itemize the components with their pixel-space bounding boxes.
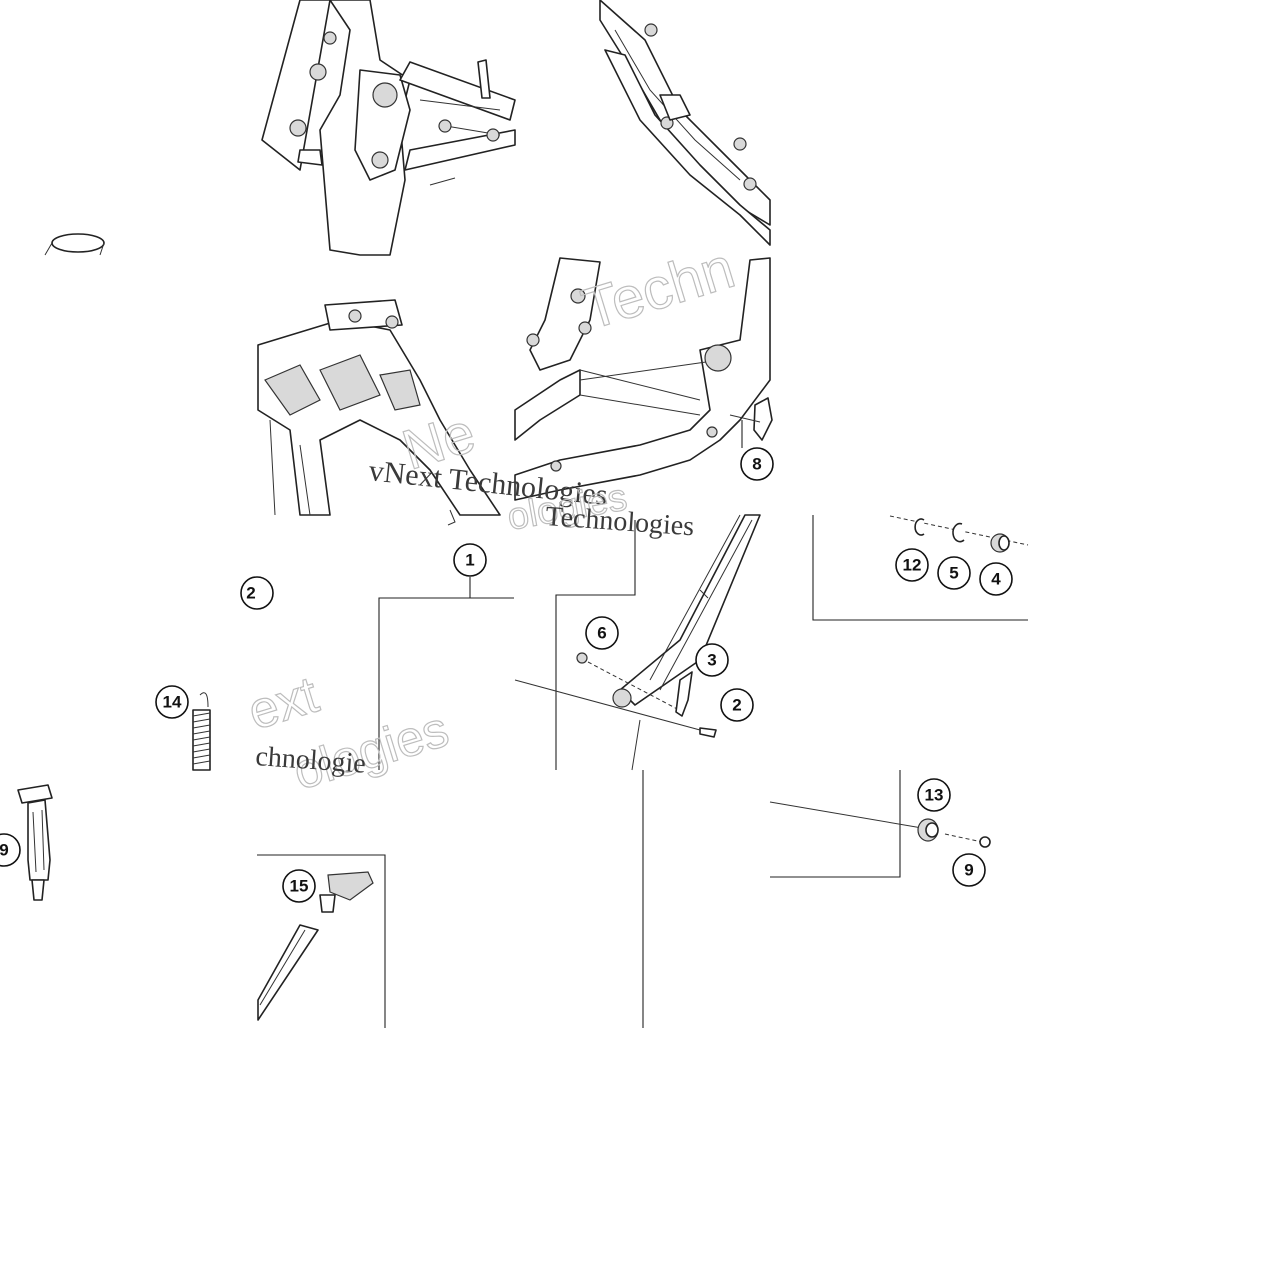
bracket-bolt-illustration (514, 652, 717, 738)
rubber-ring-illustration (44, 233, 105, 256)
callout-leaders (469, 420, 743, 598)
callout-2-bracket[interactable]: 2 (720, 688, 754, 722)
frame-side-illustration (257, 299, 501, 526)
svg-text:15: 15 (290, 877, 309, 896)
svg-text:14: 14 (163, 693, 182, 712)
callout-9-right[interactable]: 9 (952, 853, 986, 887)
watermark-chnologies: chnologie (255, 741, 367, 780)
svg-text:12: 12 (903, 556, 922, 575)
callout-3[interactable]: 3 (695, 643, 729, 677)
callout-14[interactable]: 14 (155, 685, 189, 719)
svg-text:1: 1 (465, 551, 474, 570)
bushing-set-illustration (889, 515, 1029, 553)
callout-8[interactable]: 8 (740, 447, 774, 481)
pivot-bush-illustration (769, 801, 991, 848)
svg-text:5: 5 (949, 564, 958, 583)
callout-9-left[interactable]: 9 (0, 833, 21, 867)
callout-2-left[interactable]: 2 (240, 576, 274, 610)
panel-outlines (257, 515, 1028, 1028)
watermark-technologies-dark: Technologies (545, 501, 696, 542)
callout-13[interactable]: 13 (917, 778, 951, 812)
svg-text:9: 9 (0, 841, 9, 860)
svg-text:6: 6 (597, 624, 606, 643)
svg-text:13: 13 (925, 786, 944, 805)
frame-downtube-illustration (599, 0, 771, 246)
callout-6[interactable]: 6 (585, 616, 619, 650)
callout-4[interactable]: 4 (979, 562, 1013, 596)
callout-1[interactable]: 1 (453, 543, 487, 577)
svg-text:4: 4 (991, 570, 1001, 589)
watermark-ext: ext (242, 666, 326, 742)
callout-5[interactable]: 5 (937, 556, 971, 590)
puller-tool-illustration (17, 784, 53, 901)
svg-text:9: 9 (964, 861, 973, 880)
svg-text:8: 8 (752, 455, 761, 474)
watermark-layer: Techn Ne vNext Technologies ologies Tech… (241, 234, 742, 801)
callout-12[interactable]: 12 (895, 548, 929, 582)
frame-pivot-illustration (261, 0, 516, 256)
svg-text:2: 2 (732, 696, 741, 715)
watermark-techn: Techn (575, 235, 742, 342)
spring-illustration (192, 692, 211, 771)
frame-cradle-illustration (514, 257, 773, 501)
stand-foot-illustration (257, 871, 374, 1021)
svg-text:3: 3 (707, 651, 716, 670)
svg-text:2: 2 (246, 584, 255, 603)
side-stand-illustration (612, 514, 761, 771)
callout-15[interactable]: 15 (282, 869, 316, 903)
